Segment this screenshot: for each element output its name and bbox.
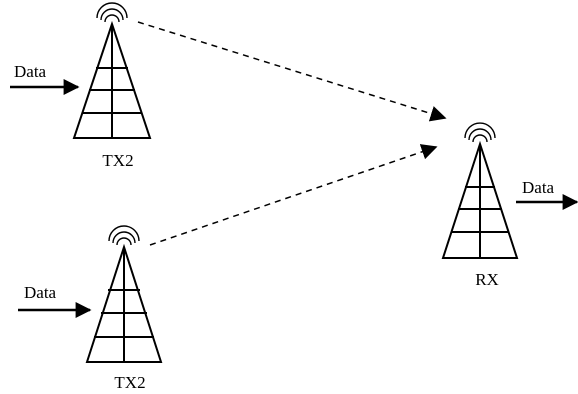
signal-icon: [96, 2, 128, 23]
transmitter-tower-2: [85, 225, 163, 363]
tower-icon: [72, 20, 152, 139]
wireless-link-tx2-rx: [149, 144, 438, 246]
data-output-label: Data: [522, 178, 555, 197]
data-input-label-1: Data: [14, 62, 47, 81]
signal-icon: [464, 122, 496, 143]
receiver-tower: [441, 122, 519, 259]
tx-label-1: TX2: [102, 151, 133, 170]
tower-icon: [85, 243, 163, 363]
rx-label: RX: [475, 270, 499, 289]
wireless-link-tx1-rx: [137, 21, 447, 122]
data-input-label-2: Data: [24, 283, 57, 302]
tx-label-2: TX2: [114, 373, 145, 392]
tower-icon: [441, 140, 519, 259]
transmitter-tower-1: [72, 2, 152, 139]
signal-icon: [108, 225, 140, 246]
